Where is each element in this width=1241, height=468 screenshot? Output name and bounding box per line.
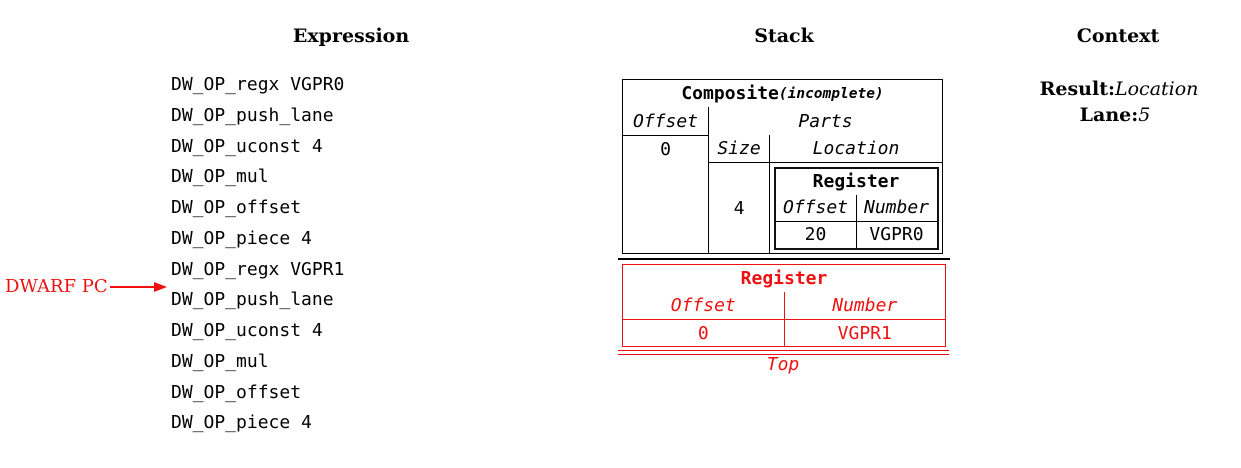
dwarf-pc-label: DWARF PC [5,276,108,297]
composite-offset-header: Offset [623,107,708,136]
expression-instruction: DW_OP_offset [171,381,302,403]
dwarf-pc-arrowhead-icon [153,282,167,292]
stack-top-register-entry: Register Offset Number 0 VGPR1 [622,264,946,347]
part-register-offset-value: 20 [804,224,827,245]
expression-instruction: DW_OP_mul [171,166,269,188]
stack-top-double-line [618,350,949,355]
top-register-title: Register [740,268,828,289]
expression-list: DW_OP_regx VGPR0 DW_OP_push_lane DW_OP_u… [171,70,344,439]
composite-location-column: Location Register Offset Number 20 [769,135,942,253]
context-result-label: Result: [1039,78,1115,100]
context-lane-value: 5 [1138,104,1151,126]
part-register-headers: Offset Number [775,194,937,222]
part-register-number-value: VGPR0 [855,221,937,248]
top-register-number-value: VGPR1 [783,320,946,346]
expression-instruction: DW_OP_piece 4 [171,412,312,434]
expression-instruction: DW_OP_mul [171,350,269,372]
expression-instruction: DW_OP_push_lane [171,289,334,311]
composite-parts-column: Parts Size 4 Location Register [708,107,942,253]
top-register-offset-value: 0 [697,322,709,344]
context-column-header: Context [1076,25,1160,47]
expression-instruction: DW_OP_uconst 4 [171,135,323,157]
composite-title: Composite [681,83,779,104]
composite-offset-value: 0 [660,139,671,160]
composite-size-header: Size [709,135,769,163]
composite-subtitle: (incomplete) [778,85,884,102]
part-register-offset-header: Offset [775,195,856,222]
composite-parts-body: Size 4 Location Register Offset Number [709,135,942,253]
composite-part-size-value: 4 [733,197,745,219]
top-register-headers: Offset Number [623,292,945,320]
expression-instruction: DW_OP_uconst 4 [171,320,323,341]
context-lane-label: Lane: [1079,104,1139,126]
stack-column-header: Stack [754,25,814,47]
dwarf-pc-annotation: DWARF PC [5,277,167,297]
stack-entry-separator [618,258,950,260]
expression-instruction: DW_OP_regx VGPR0 [171,74,345,95]
context-lane-line: Lane:5 [1080,104,1151,126]
composite-parts-header: Parts [798,110,853,132]
top-register-values: 0 VGPR1 [623,320,945,346]
context-result-line: Result:Location [1040,78,1199,100]
stack-top-label: Top [766,354,800,375]
expression-instruction: DW_OP_piece 4 [171,227,312,249]
part-register-values: 20 VGPR0 [776,221,937,248]
stack-composite-entry: Composite(incomplete) Offset 0 Parts Siz… [622,79,943,254]
part-register-table: Register Offset Number 20 VGPR0 [773,166,939,250]
composite-location-body: Register Offset Number 20 VGPR0 [770,163,942,253]
dwarf-pc-arrow [109,286,154,288]
top-register-number-header: Number [783,292,945,320]
expression-instruction: DW_OP_push_lane [171,104,334,126]
part-register-number-header: Number [855,194,937,222]
composite-body: Offset 0 Parts Size 4 Location Re [623,107,942,253]
expression-instruction: DW_OP_offset [171,197,302,218]
top-register-offset-header: Offset [623,292,784,320]
composite-location-header: Location [770,135,942,163]
expression-instruction: DW_OP_regx VGPR1 [171,258,345,280]
context-result-value: Location [1114,78,1199,100]
expression-column-header: Expression [292,25,410,47]
composite-offset-column: Offset 0 [623,107,708,253]
part-register-title: Register [812,171,900,192]
composite-size-column: Size 4 [709,135,769,253]
composite-title-row: Composite(incomplete) [623,80,942,107]
